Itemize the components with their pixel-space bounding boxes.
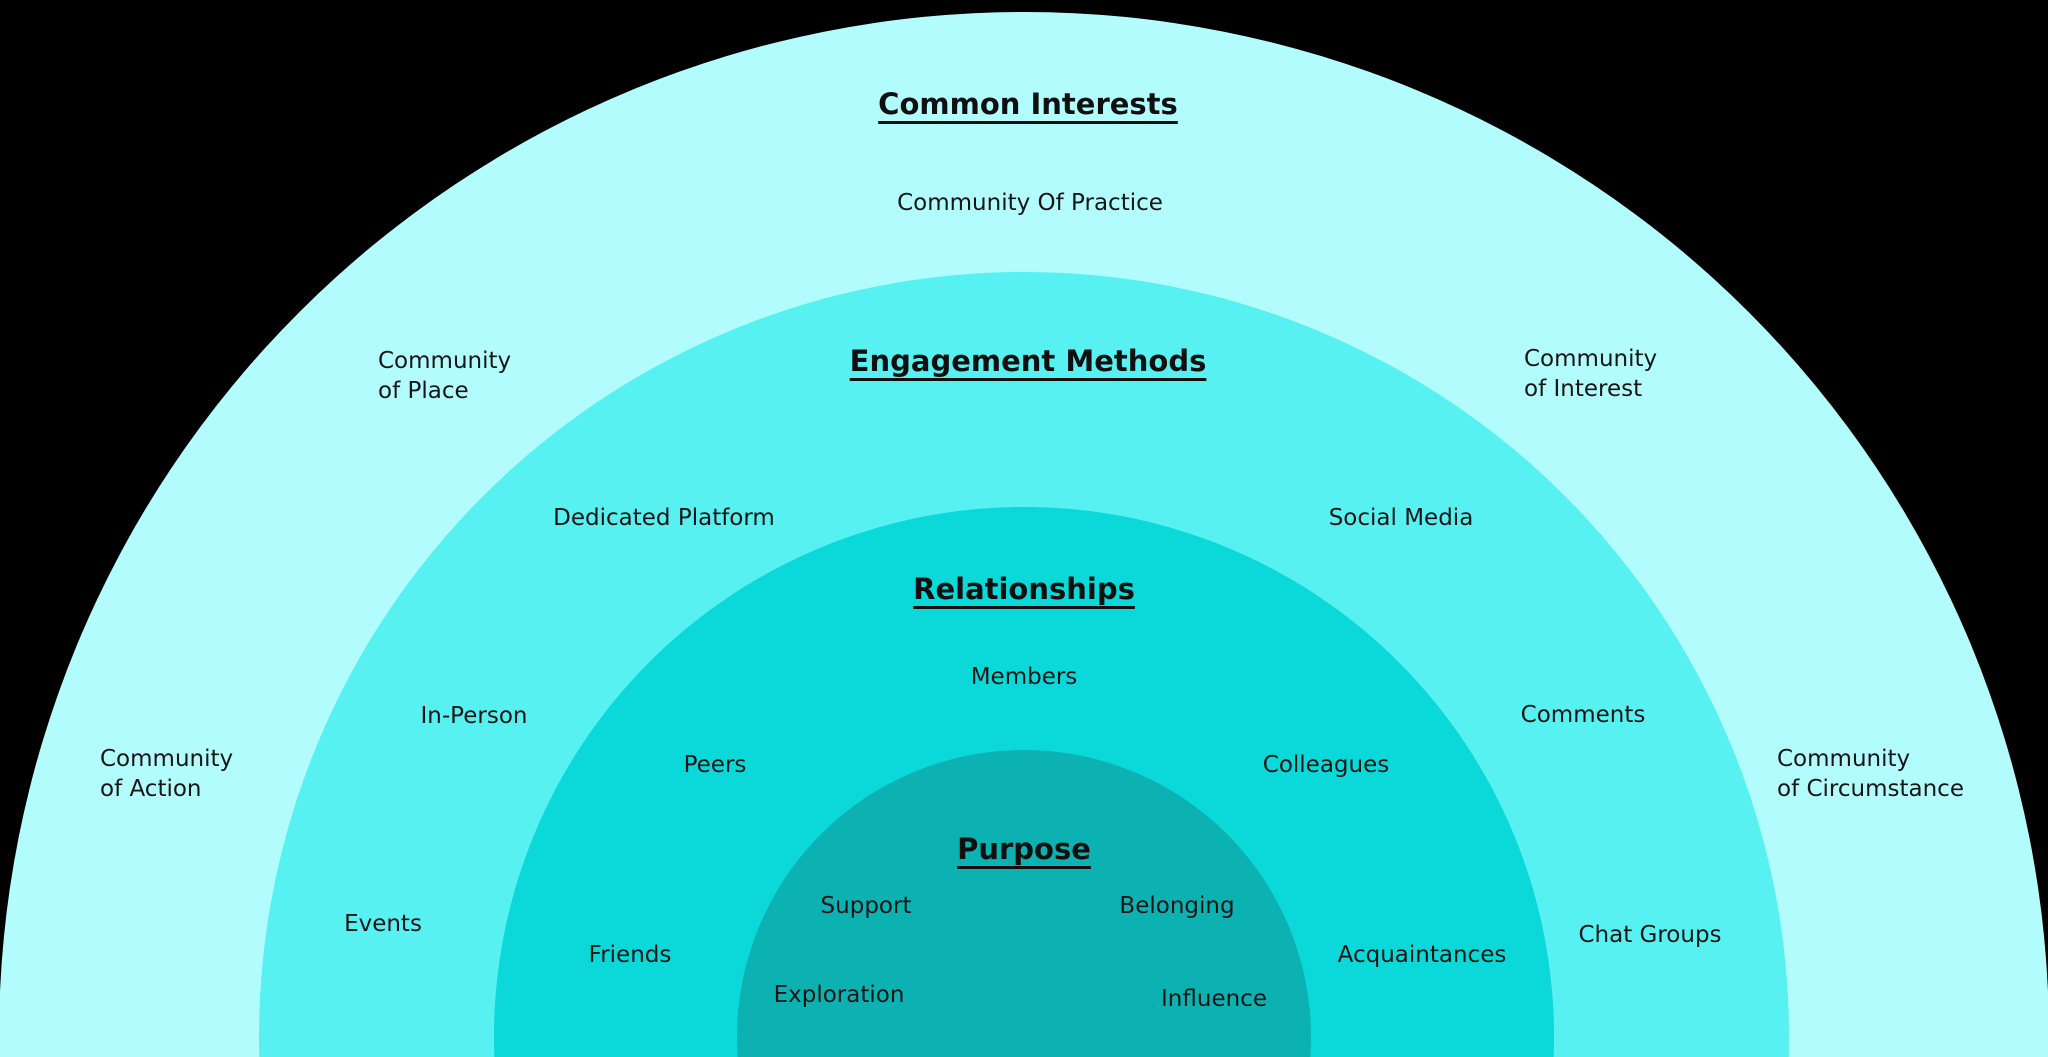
title-common-interests: Common Interests xyxy=(878,87,1178,121)
label-community-of-circumstance: Community of Circumstance xyxy=(1777,746,1964,802)
label-acquaintances: Acquaintances xyxy=(1337,942,1507,969)
label-peers: Peers xyxy=(683,752,747,779)
label-social-media: Social Media xyxy=(1328,505,1474,532)
title-engagement-methods: Engagement Methods xyxy=(849,344,1207,378)
label-community-of-interest: Community of Interest xyxy=(1524,346,1658,402)
label-influence: Influence xyxy=(1161,986,1267,1013)
label-friends: Friends xyxy=(588,942,672,969)
label-members: Members xyxy=(970,664,1078,691)
label-exploration: Exploration xyxy=(773,982,905,1009)
label-events: Events xyxy=(344,911,422,938)
label-support: Support xyxy=(820,893,912,920)
label-community-of-action: Community of Action xyxy=(100,746,234,802)
label-in-person: In-Person xyxy=(420,703,528,730)
label-dedicated-platform: Dedicated Platform xyxy=(553,505,775,532)
label-community-of-place: Community of Place xyxy=(378,348,512,404)
label-comments: Comments xyxy=(1520,702,1646,729)
label-belonging: Belonging xyxy=(1119,893,1235,920)
label-chat-groups: Chat Groups xyxy=(1578,922,1722,949)
title-purpose: Purpose xyxy=(957,832,1091,866)
label-colleagues: Colleagues xyxy=(1262,752,1390,779)
title-relationships: Relationships xyxy=(913,572,1135,606)
label-community-of-practice: Community Of Practice xyxy=(897,190,1163,217)
